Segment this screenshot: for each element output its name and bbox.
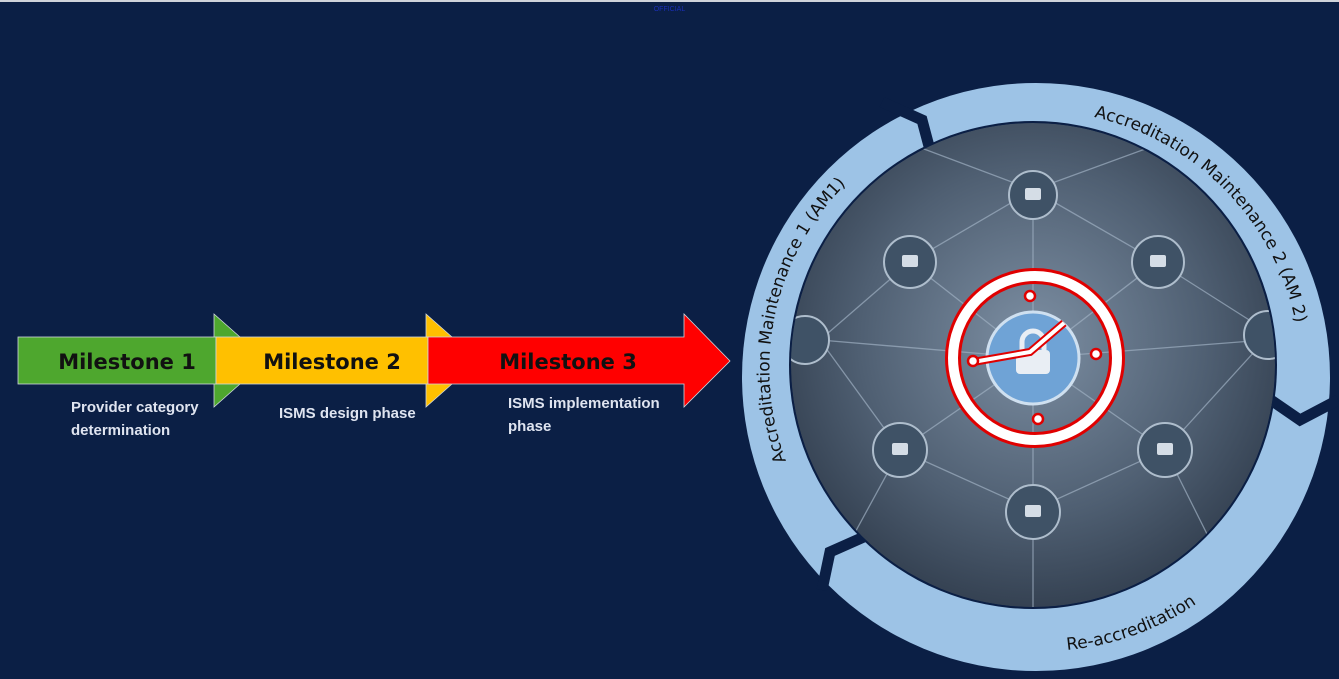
accreditation-cycle: Accreditation Maintenance 1 (AM1) Accred… [742,83,1339,671]
highlight-ring [945,268,1125,448]
milestone-2-arrow: Milestone 2 [215,313,453,408]
milestone-3-arrow: Milestone 3 [427,313,731,408]
milestone-2-label: Milestone 2 [263,350,401,374]
milestone-1-arrow: Milestone 1 [17,313,241,408]
ring-separators [816,96,1339,592]
milestone-1-description: Provider category determination [71,399,199,439]
milestone-3-description: ISMS implementation phase [508,395,660,435]
milestone-2-description: ISMS design phase [279,405,416,422]
milestone-1-label: Milestone 1 [58,350,196,374]
top-border [0,0,1339,2]
milestone-3-label: Milestone 3 [499,350,637,374]
classification-label: OFFICIAL [653,6,686,13]
lock-glyphs [892,188,1173,517]
